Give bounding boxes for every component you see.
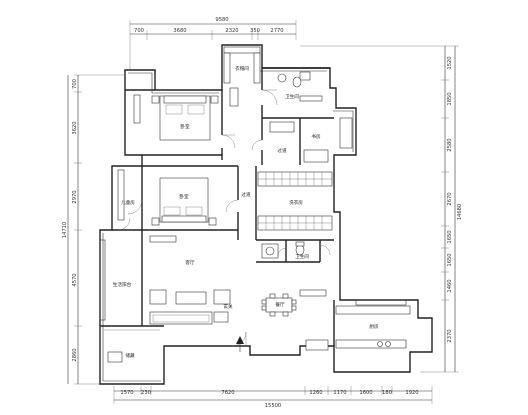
windows xyxy=(99,94,407,321)
living-sofa-set xyxy=(149,289,231,325)
label-kitchen: 厨房 xyxy=(369,323,379,330)
right-segment-6: 1650 xyxy=(447,253,453,266)
label-bedroom2: 卧室 xyxy=(179,193,189,200)
bottom-segment-6: 1600 xyxy=(359,390,372,396)
top-total-dimension: 9580 xyxy=(215,17,228,23)
label-bath-top: 卫生间 xyxy=(285,93,299,100)
top-dimension-chain: 9580 700 3680 2320 350 2770 xyxy=(129,17,297,70)
bottom-segment-4: 1260 xyxy=(309,390,322,396)
bottom-segment-2: 230 xyxy=(141,390,151,396)
label-hall: 过道 xyxy=(241,191,251,198)
door-swings xyxy=(117,89,331,347)
right-segment-1: 1520 xyxy=(447,56,453,69)
middle-bathroom-fixtures xyxy=(261,241,305,259)
exterior-walls xyxy=(99,44,433,385)
left-total-dimension: 14710 xyxy=(62,222,68,239)
second-bed xyxy=(151,177,217,226)
left-dimension-chain: 14710 700 3620 2970 4570 2860 xyxy=(62,74,125,385)
label-study: 书房 xyxy=(311,133,321,140)
label-balcony: 生活阳台 xyxy=(113,281,132,288)
right-segment-2: 1850 xyxy=(447,92,453,105)
top-segment-5: 2770 xyxy=(270,28,283,34)
right-dimension-chain: 14680 1520 1850 2580 2670 1650 1650 1460… xyxy=(300,45,463,373)
interior-walls xyxy=(100,67,335,346)
left-segment-4: 4570 xyxy=(72,273,78,286)
bottom-segment-5: 1170 xyxy=(333,390,346,396)
room-labels: 卧室 卧室 衣帽间 卫生间 书房 过道 过道 洗衣房 卫生间 儿童房 客厅 餐厅… xyxy=(113,65,379,359)
left-segment-2: 3620 xyxy=(72,121,78,134)
entry-arrow-icon xyxy=(236,336,244,352)
bottom-segment-8: 1920 xyxy=(405,390,418,396)
label-entrance: 玄关 xyxy=(223,303,233,310)
left-segment-5: 2860 xyxy=(72,348,78,361)
top-segment-3: 2320 xyxy=(225,28,238,34)
label-cloakroom: 衣帽间 xyxy=(235,65,249,72)
label-laundry: 洗衣房 xyxy=(289,199,303,206)
label-corridor: 过道 xyxy=(277,147,287,154)
right-segment-5: 1650 xyxy=(447,230,453,243)
right-segment-8: 2370 xyxy=(447,329,453,342)
left-segment-3: 2970 xyxy=(72,190,78,203)
bottom-segment-3: 7620 xyxy=(221,390,234,396)
top-segment-1: 700 xyxy=(134,28,144,34)
balcony-fixture xyxy=(104,329,160,363)
study-desk xyxy=(269,121,329,163)
bottom-segment-1: 1570 xyxy=(120,390,133,396)
top-segment-2: 3680 xyxy=(173,28,186,34)
top-bathroom-fixtures xyxy=(277,71,311,88)
label-living-room: 客厅 xyxy=(185,259,195,266)
label-storage: 储藏 xyxy=(125,352,135,359)
label-kids-room: 儿童房 xyxy=(121,199,135,206)
right-segment-4: 2670 xyxy=(447,192,453,205)
right-total-dimension: 14680 xyxy=(457,204,463,221)
label-bath-mid: 卫生间 xyxy=(295,253,309,260)
dining-table-set xyxy=(261,289,327,317)
top-segment-4: 350 xyxy=(250,28,260,34)
right-segment-7: 1460 xyxy=(447,279,453,292)
master-bed xyxy=(151,95,219,141)
label-master-bedroom: 卧室 xyxy=(180,123,190,130)
right-segment-3: 2580 xyxy=(447,138,453,151)
kitchen-counter xyxy=(305,305,411,351)
left-segment-1: 700 xyxy=(72,79,78,89)
bottom-dimension-chain: 1570 230 7620 1260 1170 1600 180 1920 15… xyxy=(113,386,433,409)
laundry-cabinets xyxy=(257,171,333,231)
label-dining: 餐厅 xyxy=(275,301,285,308)
bottom-segment-7: 180 xyxy=(382,390,392,396)
tv-cabinet xyxy=(149,235,177,243)
bottom-total-dimension: 15500 xyxy=(265,403,282,409)
cloakroom-shelves xyxy=(223,46,261,107)
